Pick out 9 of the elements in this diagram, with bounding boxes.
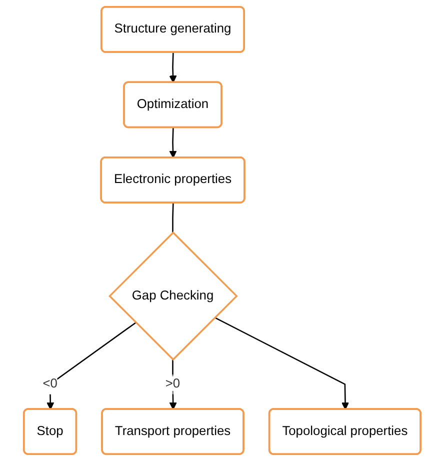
edge-label: >0 [166, 376, 180, 391]
arrow [214, 316, 350, 410]
arrow [169, 52, 178, 83]
arrow [46, 322, 136, 410]
connector [172, 202, 174, 233]
node-diamond: Gap Checking [108, 231, 238, 361]
arrow [170, 360, 178, 410]
edge-label: <0 [42, 376, 58, 391]
arrow [169, 128, 178, 158]
